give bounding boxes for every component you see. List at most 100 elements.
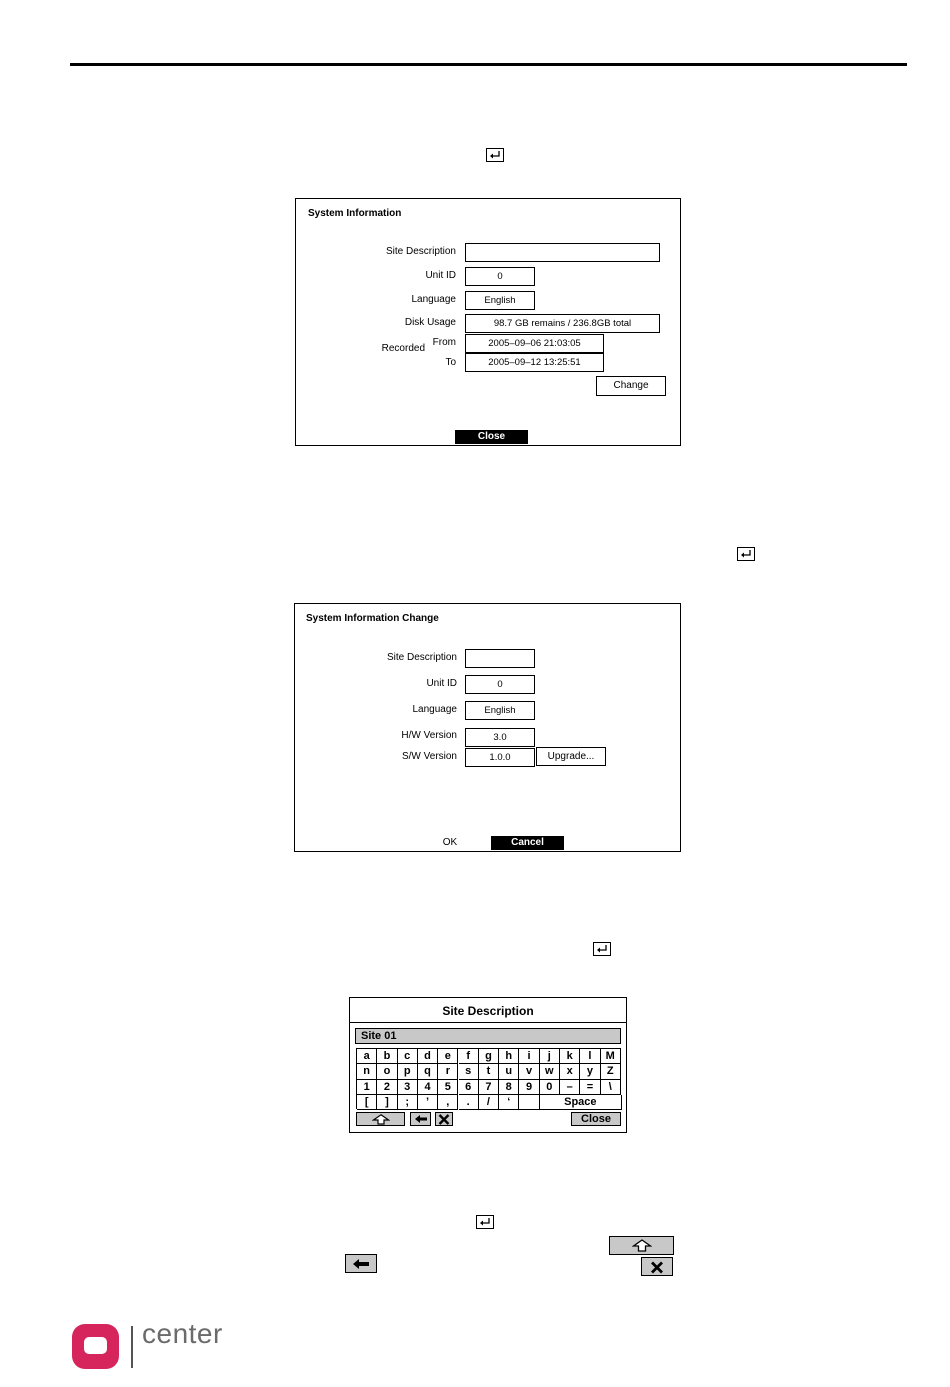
key[interactable]: 5: [438, 1079, 459, 1095]
key[interactable]: 1: [357, 1079, 378, 1095]
clear-icon: [438, 1114, 450, 1125]
key[interactable]: Z: [600, 1064, 621, 1080]
key[interactable]: y: [580, 1064, 601, 1080]
key[interactable]: v: [519, 1064, 540, 1080]
key[interactable]: 3: [397, 1079, 418, 1095]
key[interactable]: n: [357, 1064, 378, 1080]
key[interactable]: x: [560, 1064, 581, 1080]
keyboard-title: Site Description: [442, 1004, 534, 1018]
key[interactable]: ,: [438, 1094, 459, 1110]
unit-id-label: Unit ID: [426, 678, 457, 689]
dialog-title: System Information: [308, 208, 402, 219]
key[interactable]: [519, 1094, 540, 1110]
space-key[interactable]: Space: [539, 1094, 622, 1110]
key[interactable]: s: [458, 1064, 479, 1080]
key[interactable]: =: [580, 1079, 601, 1095]
site-description-label: Site Description: [386, 652, 457, 663]
logo-divider: [131, 1326, 133, 1368]
clear-key-legend: [641, 1257, 673, 1276]
sw-version-label: S/W Version: [401, 751, 457, 762]
key[interactable]: h: [499, 1049, 520, 1065]
key[interactable]: M: [600, 1049, 621, 1065]
language-label: Language: [411, 294, 457, 305]
ok-button[interactable]: OK: [442, 837, 458, 848]
enter-icon: [737, 547, 755, 561]
enter-icon: [476, 1215, 494, 1229]
key[interactable]: 0: [539, 1079, 560, 1095]
enter-icon: [486, 148, 504, 162]
upgrade-button[interactable]: Upgrade...: [536, 747, 606, 766]
key[interactable]: d: [417, 1049, 439, 1065]
key[interactable]: e: [438, 1049, 459, 1065]
cancel-button[interactable]: Cancel: [491, 836, 564, 850]
key[interactable]: g: [478, 1049, 500, 1065]
clear-key[interactable]: [435, 1112, 453, 1126]
key[interactable]: 2: [377, 1079, 398, 1095]
unit-id-field[interactable]: 0: [465, 267, 535, 286]
language-field[interactable]: English: [465, 291, 535, 310]
key[interactable]: ‘: [499, 1094, 520, 1110]
key[interactable]: 9: [519, 1079, 540, 1095]
backspace-icon: [414, 1115, 427, 1123]
key[interactable]: ;: [397, 1094, 418, 1110]
key[interactable]: p: [397, 1064, 418, 1080]
key[interactable]: [: [357, 1094, 378, 1110]
key[interactable]: ]: [377, 1094, 398, 1110]
hw-version-field: 3.0: [465, 728, 535, 747]
site-description-field[interactable]: [465, 243, 660, 262]
header-rule: [70, 63, 907, 66]
from-label: From: [432, 337, 456, 348]
key[interactable]: f: [458, 1049, 479, 1065]
to-label: To: [445, 357, 456, 368]
recorded-label: Recorded: [381, 343, 425, 354]
key[interactable]: i: [519, 1049, 540, 1065]
unit-id-field[interactable]: 0: [465, 675, 535, 694]
key[interactable]: t: [478, 1064, 500, 1080]
key[interactable]: a: [357, 1049, 378, 1065]
language-label: Language: [412, 704, 458, 715]
key[interactable]: w: [539, 1064, 560, 1080]
disk-usage-label: Disk Usage: [404, 317, 456, 328]
key[interactable]: .: [458, 1094, 479, 1110]
backspace-icon: [353, 1259, 369, 1269]
site-description-label: Site Description: [385, 246, 456, 257]
key[interactable]: u: [499, 1064, 520, 1080]
logo-mark: [72, 1324, 119, 1369]
key[interactable]: /: [478, 1094, 500, 1110]
title-divider: [350, 1022, 626, 1023]
shift-icon: [631, 1239, 652, 1252]
key[interactable]: r: [438, 1064, 459, 1080]
site-description-field[interactable]: [465, 649, 535, 668]
recorded-from-field: 2005–09–06 21:03:05: [465, 334, 604, 353]
recorded-to-field: 2005–09–12 13:25:51: [465, 353, 604, 372]
key[interactable]: 7: [478, 1079, 500, 1095]
logo-text: center: [142, 1318, 223, 1349]
key[interactable]: q: [417, 1064, 439, 1080]
shift-key[interactable]: [356, 1112, 405, 1126]
key[interactable]: b: [377, 1049, 398, 1065]
unit-id-label: Unit ID: [425, 270, 456, 281]
change-button[interactable]: Change: [596, 376, 666, 396]
key[interactable]: 4: [417, 1079, 439, 1095]
dialog-title: System Information Change: [306, 613, 439, 624]
keyboard-input[interactable]: Site 01: [355, 1028, 621, 1044]
key[interactable]: j: [539, 1049, 560, 1065]
keyboard-close-button[interactable]: Close: [571, 1112, 621, 1126]
key[interactable]: \: [600, 1079, 621, 1095]
close-button[interactable]: Close: [455, 430, 528, 444]
language-field[interactable]: English: [465, 701, 535, 720]
key[interactable]: l: [580, 1049, 601, 1065]
system-information-dialog: System Information Site Description Unit…: [295, 198, 681, 446]
shift-icon: [371, 1114, 390, 1125]
key[interactable]: ’: [417, 1094, 439, 1110]
key[interactable]: 8: [499, 1079, 520, 1095]
backspace-key-legend: [345, 1254, 377, 1273]
backspace-key[interactable]: [410, 1112, 431, 1126]
key[interactable]: 6: [458, 1079, 479, 1095]
key[interactable]: k: [560, 1049, 581, 1065]
key[interactable]: o: [377, 1064, 398, 1080]
key[interactable]: c: [397, 1049, 418, 1065]
key[interactable]: –: [560, 1079, 581, 1095]
